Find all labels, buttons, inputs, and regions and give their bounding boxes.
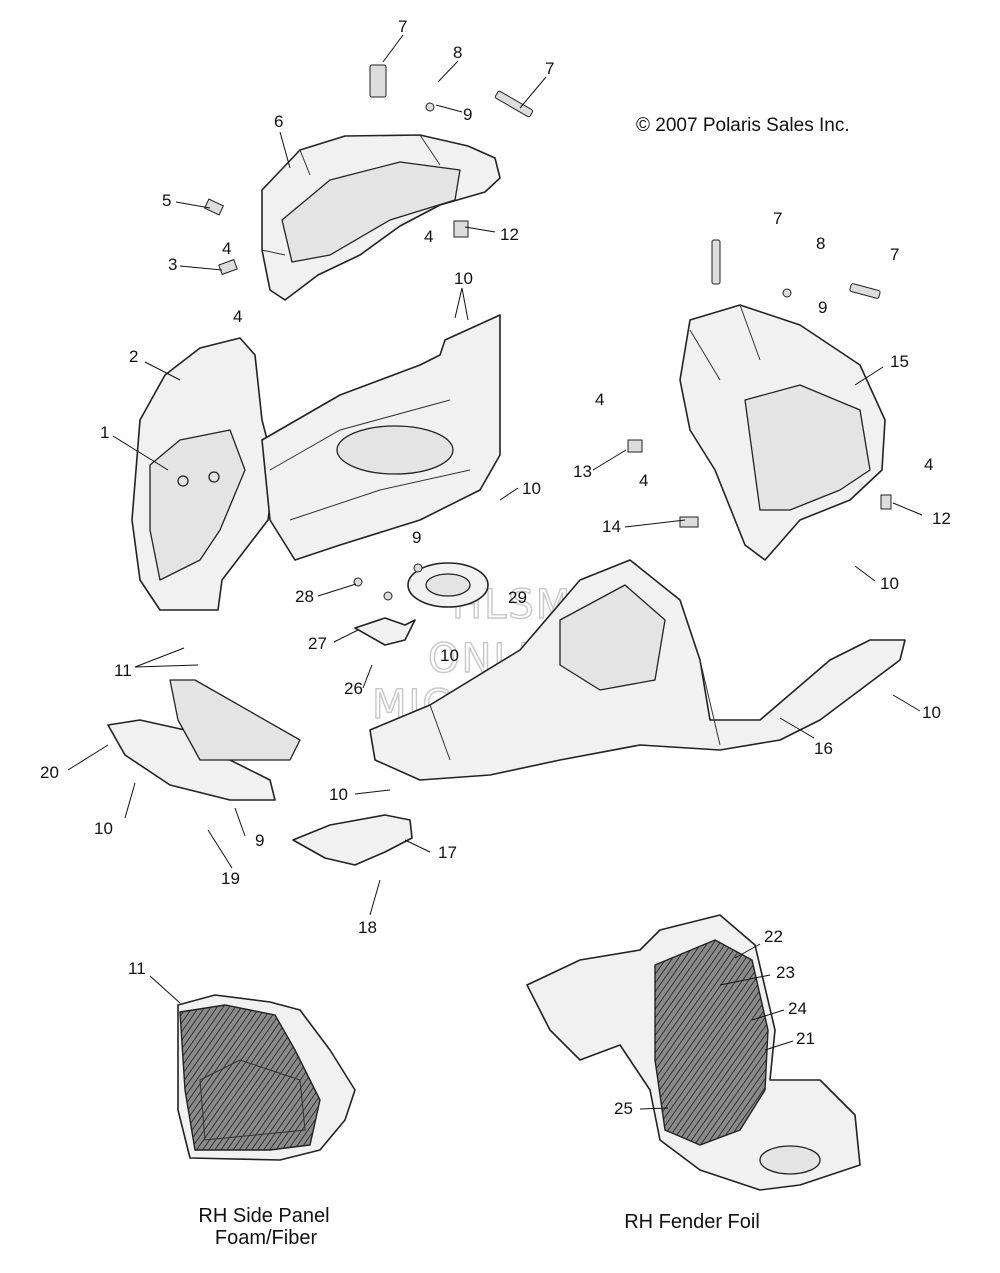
inset-side-panel <box>177 994 356 1161</box>
callout-label: 8 <box>816 234 825 253</box>
caption-side-panel-line2: Foam/Fiber <box>215 1227 318 1249</box>
callout-label: 12 <box>500 225 519 244</box>
callout-label: 3 <box>168 255 177 274</box>
callouts: 7 8 7 9 6 5 4 3 4 12 4 10 2 1 7 8 7 9 15… <box>40 17 951 1118</box>
callout-label: 7 <box>545 59 554 78</box>
copyright-text: © 2007 Polaris Sales Inc. <box>636 115 850 136</box>
callout-label: 13 <box>573 462 592 481</box>
part-15-rh-panel <box>679 304 886 561</box>
callout-label: 11 <box>128 959 146 978</box>
callout-label: 29 <box>508 588 527 607</box>
callout-label: 10 <box>454 269 473 288</box>
callout-label: 22 <box>764 927 783 946</box>
caption-side-panel-line1: RH Side Panel <box>198 1205 329 1227</box>
callout-label: 1 <box>100 423 109 442</box>
callout-label: 6 <box>274 112 283 131</box>
callout-label: 10 <box>440 646 459 665</box>
leader-lines <box>67 34 923 1110</box>
callout-label: 4 <box>924 455 933 474</box>
callout-label: 21 <box>796 1029 815 1048</box>
callout-label: 4 <box>424 227 433 246</box>
callout-label: 9 <box>255 831 264 850</box>
callout-label: 26 <box>344 679 363 698</box>
callout-label: 24 <box>788 999 807 1018</box>
callout-label: 4 <box>595 390 604 409</box>
callout-label: 7 <box>398 17 407 36</box>
callout-label: 14 <box>602 517 621 536</box>
callout-label: 8 <box>453 43 462 62</box>
callout-label: 28 <box>295 587 314 606</box>
callout-label: 9 <box>412 528 421 547</box>
callout-label: 19 <box>221 869 240 888</box>
part-29-ring <box>407 562 489 608</box>
callout-label: 10 <box>329 785 348 804</box>
callout-label: 9 <box>818 298 827 317</box>
callout-label: 20 <box>40 763 59 782</box>
part-16-front-cab <box>369 559 906 781</box>
callout-label: 10 <box>922 703 941 722</box>
callout-label: 11 <box>114 661 132 680</box>
callout-label: 7 <box>890 245 899 264</box>
callout-label: 18 <box>358 918 377 937</box>
fasteners <box>203 64 892 601</box>
part-17-plate <box>292 814 413 866</box>
callout-label: 4 <box>222 239 231 258</box>
inset-fender-foil <box>526 914 861 1191</box>
callout-label: 15 <box>890 352 909 371</box>
callout-label: 4 <box>233 307 242 326</box>
part-6-rear-panel <box>261 134 501 301</box>
part-2-lh-fender <box>131 337 276 611</box>
callout-label: 25 <box>614 1099 633 1118</box>
part-20-lower-panel <box>107 679 301 801</box>
callout-label: 27 <box>308 634 327 653</box>
lh-floor-panel <box>261 314 501 561</box>
callout-label: 16 <box>814 739 833 758</box>
part-27-bracket <box>354 617 416 646</box>
callout-label: 4 <box>639 471 648 490</box>
callout-label: 23 <box>776 963 795 982</box>
callout-label: 10 <box>94 819 113 838</box>
callout-label: 10 <box>522 479 541 498</box>
callout-label: 7 <box>773 209 782 228</box>
callout-label: 9 <box>463 105 472 124</box>
callout-label: 2 <box>129 347 138 366</box>
callout-label: 12 <box>932 509 951 528</box>
caption-fender-foil: RH Fender Foil <box>624 1211 760 1233</box>
callout-label: 17 <box>438 843 457 862</box>
callout-label: 10 <box>880 574 899 593</box>
callout-label: 5 <box>162 191 171 210</box>
